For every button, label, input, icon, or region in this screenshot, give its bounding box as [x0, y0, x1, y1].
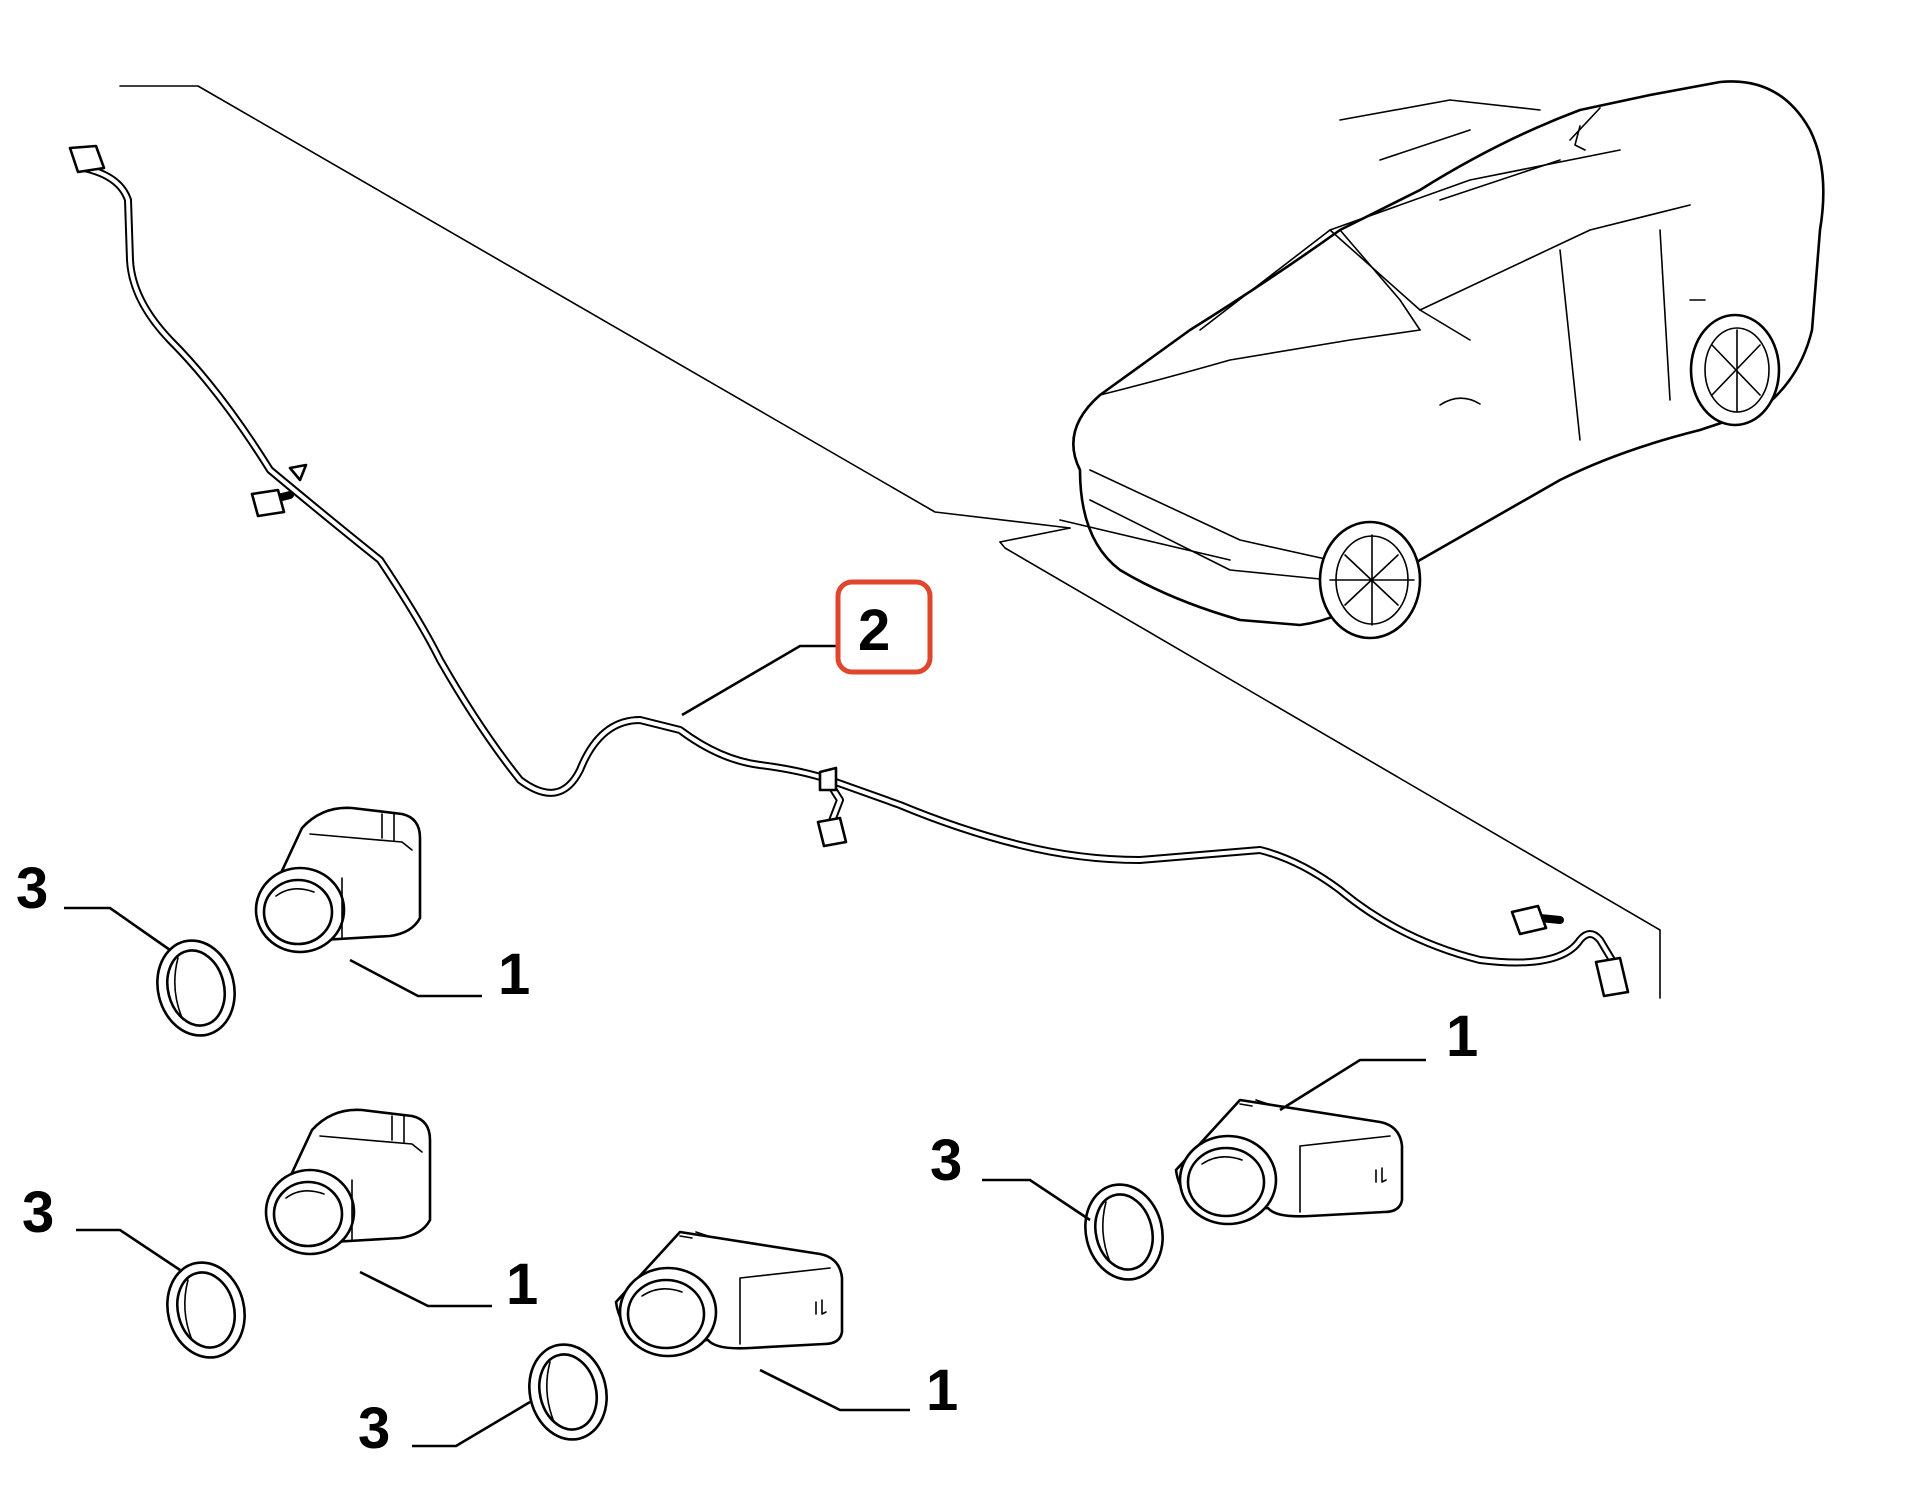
connector-icon [68, 144, 1630, 998]
callout-2[interactable]: 2 [858, 598, 890, 663]
car-icon [1059, 80, 1825, 640]
callout-3[interactable]: 3 [930, 1128, 962, 1193]
callout-1[interactable]: 1 [926, 1358, 958, 1423]
callout-3[interactable]: 3 [358, 1396, 390, 1461]
callout-3[interactable]: 3 [22, 1180, 54, 1245]
guide-lines [119, 85, 1661, 999]
callout-1[interactable]: 1 [1446, 1004, 1478, 1069]
parking-sensor-icon [254, 806, 1404, 1358]
wiring-harness-icon [80, 164, 1616, 967]
callout-1[interactable]: 1 [506, 1252, 538, 1317]
leader-lines [64, 644, 1426, 1448]
callout-1[interactable]: 1 [498, 942, 530, 1007]
callout-highlight-box [835, 579, 933, 675]
callout-3[interactable]: 3 [16, 856, 48, 921]
